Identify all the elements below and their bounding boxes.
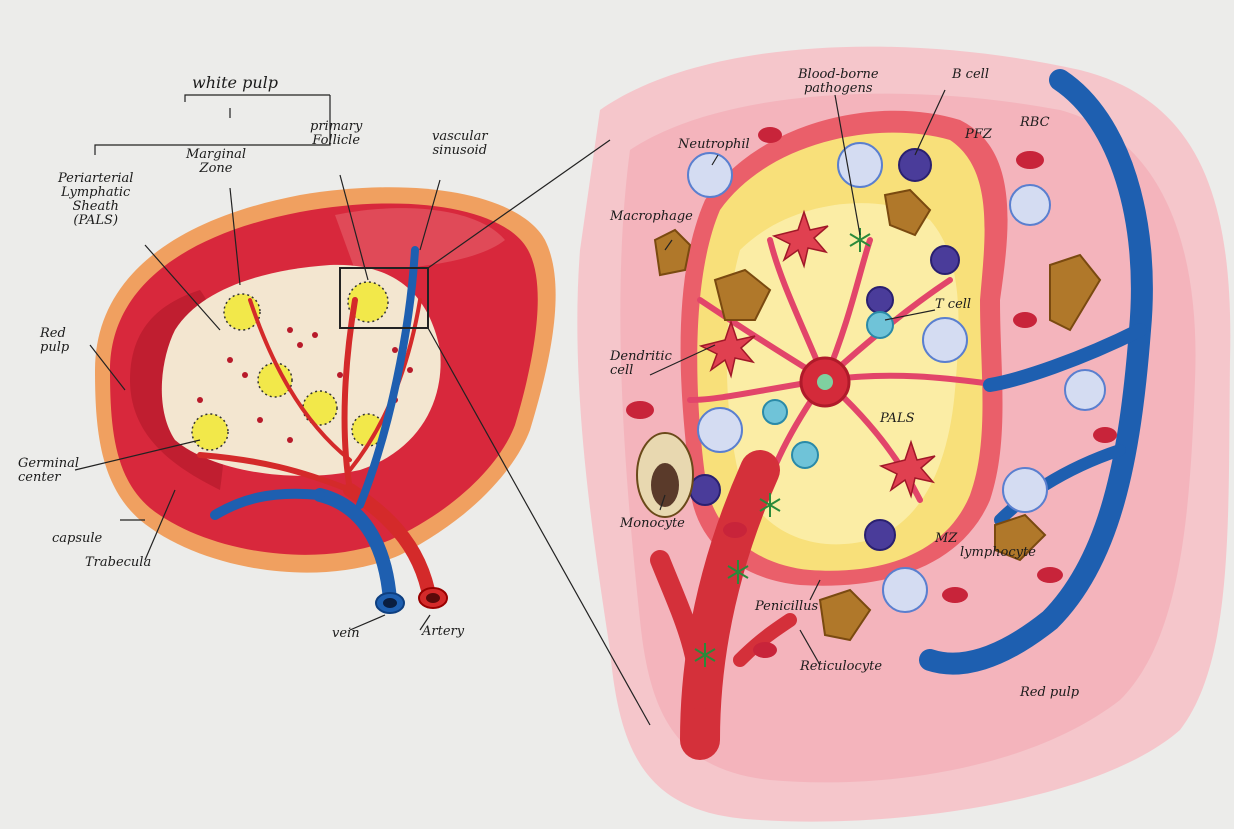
label-pfz: PFZ [965,127,992,142]
label-lymphocyte: lymphocyte [960,545,1036,560]
label-t-cell: T cell [935,297,972,312]
label-artery: Artery [422,624,465,639]
label-germinal-center: Germinal center [18,456,80,485]
label-red-pulp: Red pulp [40,326,70,355]
label-primary-follicle: primary Follicle [310,119,363,148]
label-reticulocyte: Reticulocyte [800,659,883,674]
label-macrophage: Macrophage [610,209,693,224]
label-neutrophil: Neutrophil [678,137,750,152]
label-penicillus: Penicillus [755,599,819,614]
label-pals: Periarterial Lymphatic Sheath (PALS) [58,171,134,228]
spleen-section [95,139,651,726]
magnified-view [577,46,1231,822]
label-capsule: capsule [52,531,103,546]
label-b-cell: B cell [952,67,989,82]
label-trabecula: Trabecula [85,555,152,570]
label-rbc: RBC [1020,115,1050,130]
label-red-pulp-2: Red pulp [1020,685,1080,700]
label-pals-short: PALS [880,411,915,426]
label-white-pulp: white pulp [192,73,279,92]
zoom-box [339,267,429,329]
label-mz: MZ [935,531,958,546]
label-monocyte: Monocyte [620,516,685,531]
label-marginal-zone: Marginal Zone [186,147,247,176]
label-vein: vein [332,626,360,641]
label-vascular-sinusoid: vascular sinusoid [432,129,488,158]
cells [687,142,1106,613]
leader-lines [74,89,946,666]
label-dendritic-cell: Dendritic cell [610,349,672,378]
vein-branch [919,69,1153,675]
label-blood-borne-pathogens: Blood-borne pathogens [798,67,879,96]
follicles [191,281,389,451]
